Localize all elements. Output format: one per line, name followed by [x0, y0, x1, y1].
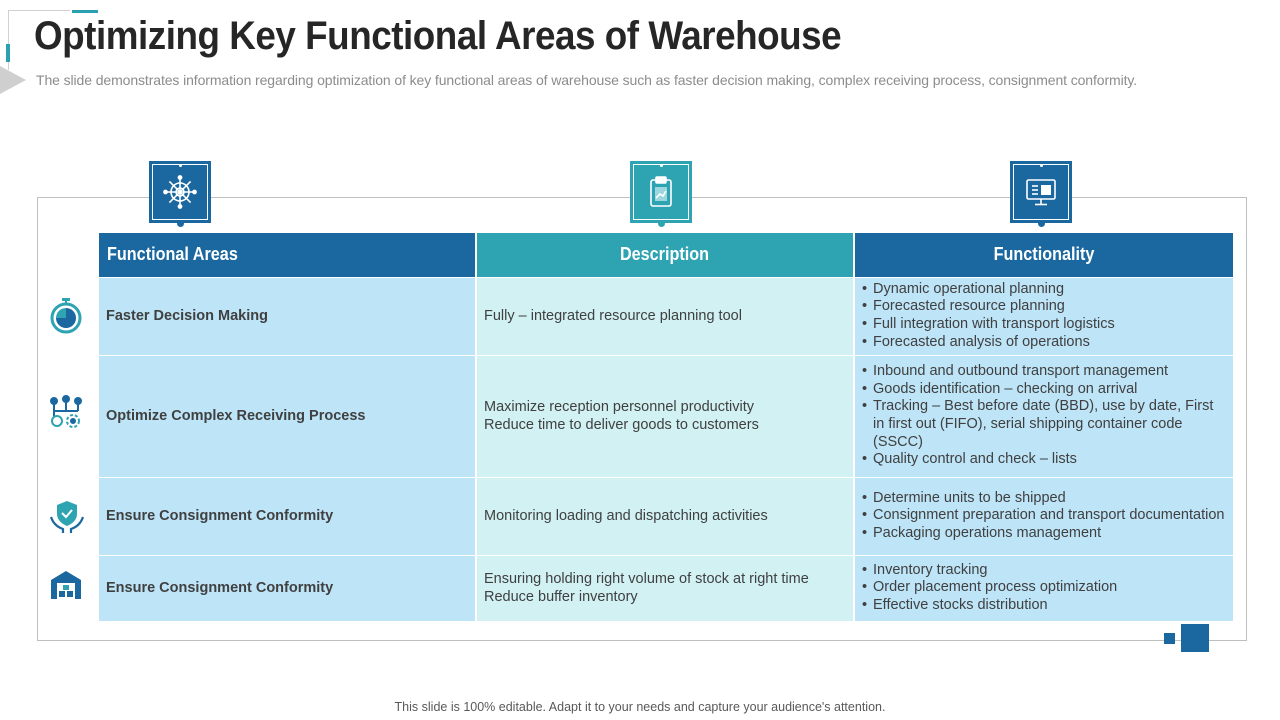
functionality-cell: Determine units to be shipped Consignmen… — [853, 476, 1233, 555]
column-header: Description — [475, 233, 854, 277]
decorative-arrow-icon — [0, 66, 26, 94]
decorative-line — [8, 10, 70, 11]
description-line: Fully – integrated resource planning too… — [484, 308, 742, 324]
description-line: Monitoring loading and dispatching activ… — [484, 508, 768, 524]
list-item: Effective stocks distribution — [862, 597, 1233, 615]
description-cell: Maximize reception personnel productivit… — [475, 354, 854, 477]
list-item: Forecasted analysis of operations — [862, 334, 1233, 352]
functionality-list: Inbound and outbound transport managemen… — [862, 363, 1233, 469]
list-item: Inventory tracking — [862, 562, 1233, 580]
table-row: Ensure Consignment Conformity Monitoring… — [99, 476, 1233, 555]
list-item: Packaging operations management — [862, 525, 1233, 543]
monitor-icon — [1010, 161, 1072, 227]
functionality-list: Determine units to be shipped Consignmen… — [862, 490, 1233, 543]
decorative-square — [1164, 633, 1175, 644]
column-header: Functional Areas — [99, 233, 476, 277]
table-row: Optimize Complex Receiving Process Maxim… — [99, 354, 1233, 477]
list-item: Goods identification – checking on arriv… — [862, 381, 1233, 399]
description-cell: Ensuring holding right volume of stock a… — [475, 554, 854, 621]
list-item: Consignment preparation and transport do… — [862, 507, 1233, 525]
decorative-accent — [6, 44, 10, 62]
functionality-list: Inventory tracking Order placement proce… — [862, 562, 1233, 615]
list-item: Quality control and check – lists — [862, 451, 1233, 469]
clipboard-icon — [630, 161, 692, 227]
description-line: Maximize reception personnel productivit… — [484, 399, 754, 415]
description-cell: Fully – integrated resource planning too… — [475, 276, 854, 355]
functional-areas-table: Functional Areas Description Functionali… — [99, 233, 1233, 621]
functional-area-cell: Faster Decision Making — [99, 276, 476, 355]
list-item: Tracking – Best before date (BBD), use b… — [862, 398, 1233, 451]
description-line: Ensuring holding right volume of stock a… — [484, 571, 809, 588]
functional-area-cell: Optimize Complex Receiving Process — [99, 354, 476, 477]
list-item: Dynamic operational planning — [862, 281, 1233, 299]
description-line: Reduce buffer inventory — [484, 589, 638, 606]
footer-note: This slide is 100% editable. Adapt it to… — [394, 700, 886, 714]
functional-area-cell: Ensure Consignment Conformity — [99, 476, 476, 555]
shield-hands-icon — [49, 499, 85, 533]
description-line: Reduce time to deliver goods to customer… — [484, 417, 759, 433]
table-header-row: Functional Areas Description Functionali… — [99, 233, 1233, 277]
warehouse-icon — [49, 568, 83, 602]
functionality-cell: Inventory tracking Order placement proce… — [853, 554, 1233, 621]
functionality-list: Dynamic operational planning Forecasted … — [862, 281, 1233, 351]
ship-wheel-icon — [149, 161, 211, 227]
decorative-square — [1181, 624, 1209, 652]
page-title: Optimizing Key Functional Areas of Wareh… — [34, 14, 842, 58]
functionality-cell: Inbound and outbound transport managemen… — [853, 354, 1233, 477]
functionality-cell: Dynamic operational planning Forecasted … — [853, 276, 1233, 355]
decorative-line — [8, 10, 9, 70]
table-row: Faster Decision Making Fully – integrate… — [99, 276, 1233, 355]
decorative-accent — [72, 10, 98, 13]
functional-area-cell: Ensure Consignment Conformity — [99, 554, 476, 621]
list-item: Determine units to be shipped — [862, 490, 1233, 508]
table-row: Ensure Consignment Conformity Ensuring h… — [99, 554, 1233, 621]
list-item: Inbound and outbound transport managemen… — [862, 363, 1233, 381]
description-cell: Monitoring loading and dispatching activ… — [475, 476, 854, 555]
page-subtitle: The slide demonstrates information regar… — [36, 72, 1138, 88]
list-item: Full integration with transport logistic… — [862, 316, 1233, 334]
stopwatch-icon — [49, 297, 83, 334]
column-header: Functionality — [853, 233, 1233, 277]
list-item: Forecasted resource planning — [862, 298, 1233, 316]
process-gears-icon — [49, 395, 83, 429]
list-item: Order placement process optimization — [862, 579, 1233, 597]
